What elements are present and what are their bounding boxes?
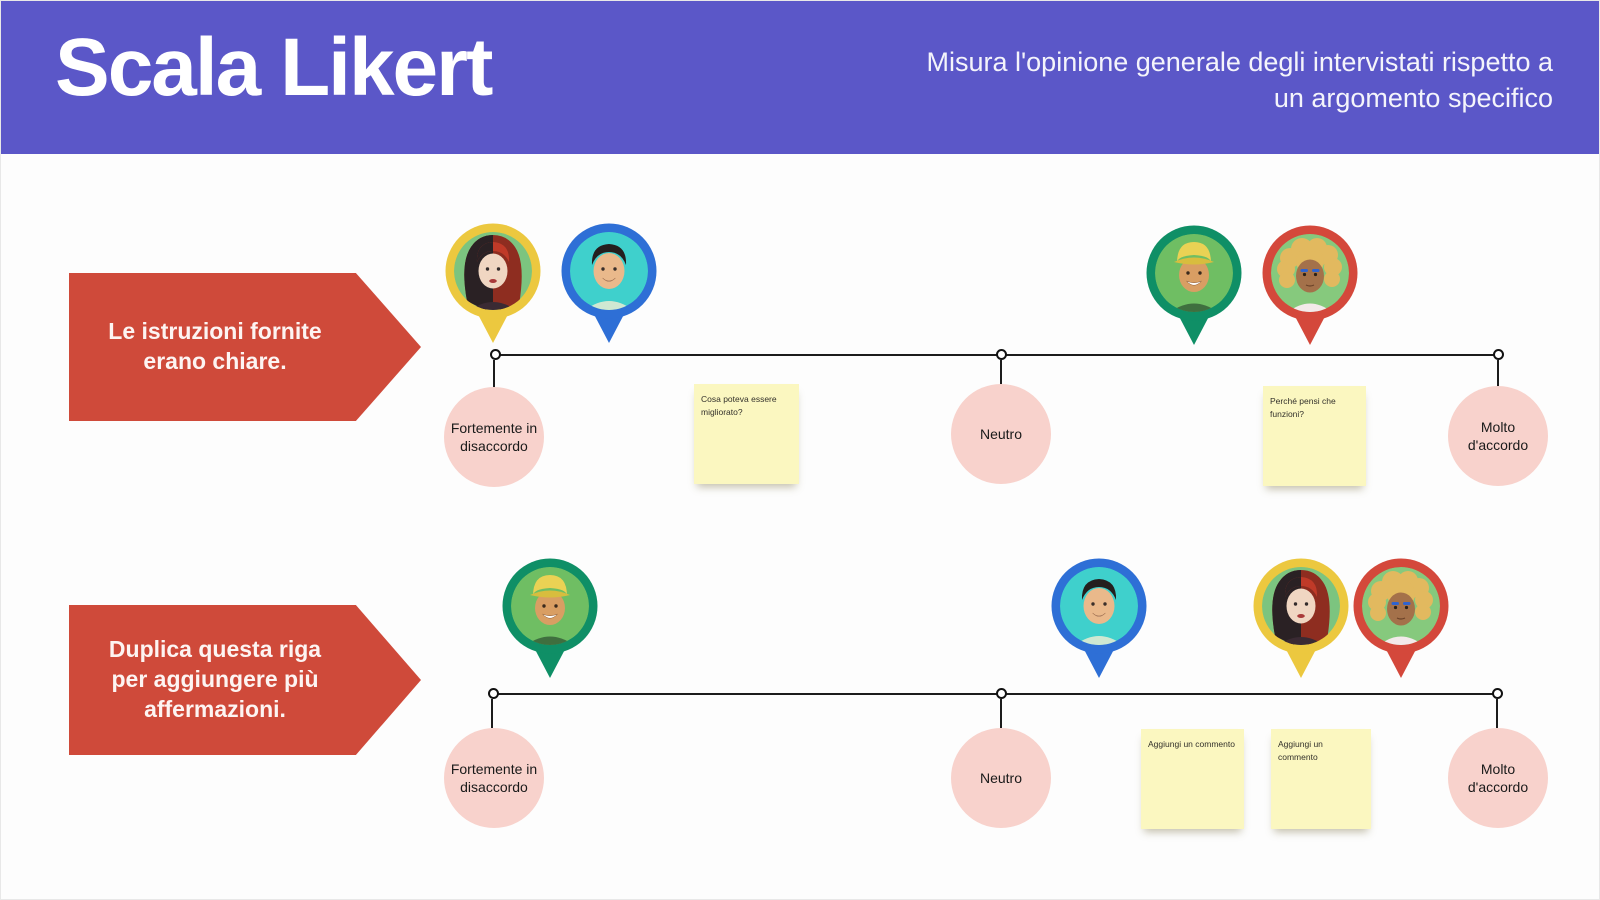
sticky-note[interactable]: Aggiungi un commento bbox=[1271, 729, 1371, 829]
scale-label: Molto d'accordo bbox=[1467, 418, 1529, 453]
timeline-node-middle[interactable] bbox=[996, 349, 1007, 360]
connector-line bbox=[491, 699, 493, 728]
scale-label: Neutro bbox=[979, 769, 1023, 786]
timeline-node-left[interactable] bbox=[488, 688, 499, 699]
sticky-note[interactable]: Cosa poteva essere migliorato? bbox=[694, 384, 799, 484]
sticky-note-text: Aggiungi un commento bbox=[1278, 739, 1323, 763]
timeline-node-middle[interactable] bbox=[996, 688, 1007, 699]
sticky-note-text: Perché pensi che funzioni? bbox=[1270, 396, 1336, 420]
scale-label: Fortemente in disaccordo bbox=[450, 760, 538, 795]
timeline-line[interactable] bbox=[493, 693, 1497, 695]
timeline-node-right[interactable] bbox=[1493, 349, 1504, 360]
scale-label: Fortemente in disaccordo bbox=[450, 419, 538, 454]
avatar-pin-blue[interactable] bbox=[1049, 556, 1149, 682]
scale-label: Neutro bbox=[979, 425, 1023, 442]
statement-arrow-1[interactable]: Le istruzioni fornite erano chiare. bbox=[69, 273, 421, 421]
sticky-note-text: Aggiungi un commento bbox=[1148, 739, 1235, 749]
connector-line bbox=[1496, 699, 1498, 728]
timeline-node-right[interactable] bbox=[1492, 688, 1503, 699]
connector-line bbox=[493, 360, 495, 388]
statement-text: Le istruzioni fornite erano chiare. bbox=[108, 318, 322, 374]
scale-circle-strongly-disagree[interactable]: Fortemente in disaccordo bbox=[444, 728, 544, 828]
avatar-pin-red[interactable] bbox=[1260, 223, 1360, 349]
avatar-pin-yellow[interactable] bbox=[443, 221, 543, 347]
avatar-pin-green[interactable] bbox=[1144, 223, 1244, 349]
sticky-note-text: Cosa poteva essere migliorato? bbox=[701, 394, 777, 418]
avatar-pin-blue[interactable] bbox=[559, 221, 659, 347]
page-subtitle: Misura l'opinione generale degli intervi… bbox=[926, 47, 1554, 113]
scale-circle-strongly-agree[interactable]: Molto d'accordo bbox=[1448, 386, 1548, 486]
scale-circle-neutral[interactable]: Neutro bbox=[951, 384, 1051, 484]
scale-circle-strongly-disagree[interactable]: Fortemente in disaccordo bbox=[444, 387, 544, 487]
connector-line bbox=[1497, 360, 1499, 387]
avatar-pin-red[interactable] bbox=[1351, 556, 1451, 682]
scale-label: Molto d'accordo bbox=[1467, 760, 1529, 795]
connector-line bbox=[1000, 360, 1002, 385]
scale-circle-strongly-agree[interactable]: Molto d'accordo bbox=[1448, 728, 1548, 828]
connector-line bbox=[1000, 699, 1002, 728]
sticky-note[interactable]: Perché pensi che funzioni? bbox=[1263, 386, 1366, 486]
statement-text: Duplica questa riga per aggiungere più a… bbox=[108, 636, 322, 722]
sticky-note[interactable]: Aggiungi un commento bbox=[1141, 729, 1244, 829]
avatar-pin-green[interactable] bbox=[500, 556, 600, 682]
header-band: Scala Likert Misura l'opinione generale … bbox=[1, 1, 1599, 154]
scale-circle-neutral[interactable]: Neutro bbox=[951, 728, 1051, 828]
statement-arrow-2[interactable]: Duplica questa riga per aggiungere più a… bbox=[69, 605, 421, 755]
avatar-pin-yellow[interactable] bbox=[1251, 556, 1351, 682]
timeline-node-left[interactable] bbox=[490, 349, 501, 360]
page-title: Scala Likert bbox=[55, 22, 493, 113]
